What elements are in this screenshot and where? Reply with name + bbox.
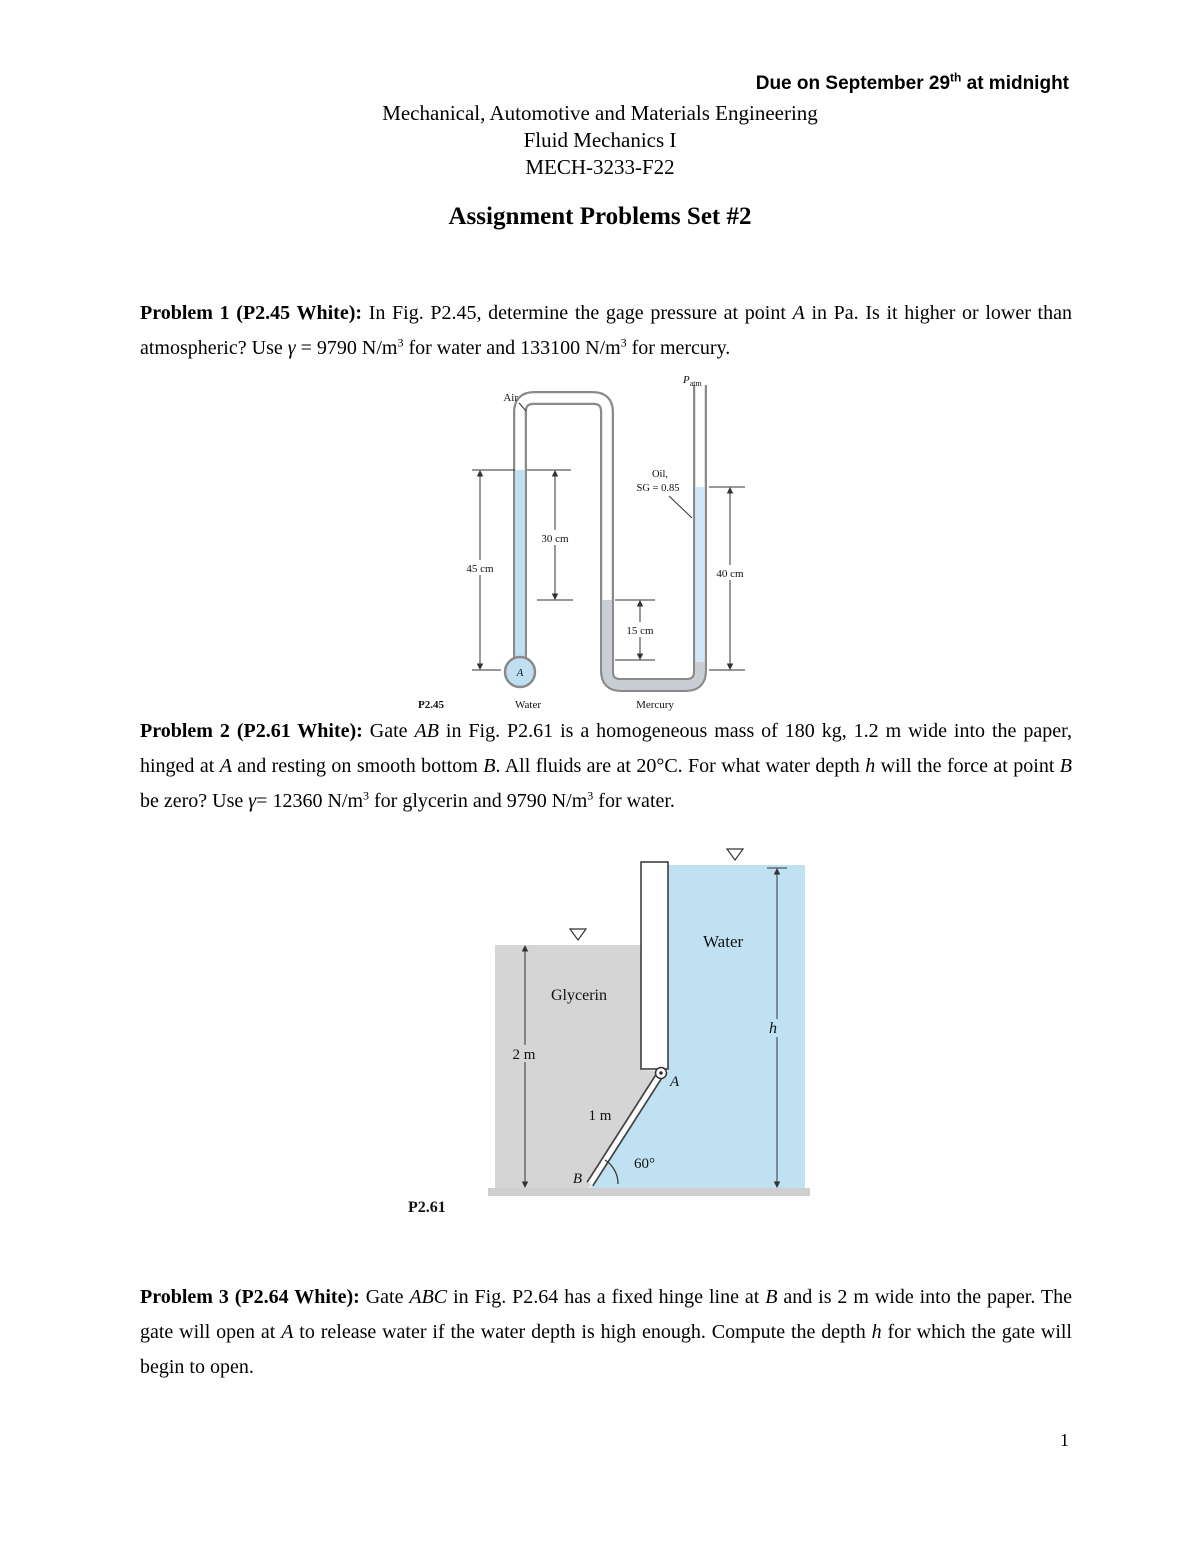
surface-marker-water — [725, 848, 745, 862]
problem-1-text: Problem 1 (P2.45 White): In Fig. P2.45, … — [140, 302, 1072, 359]
due-date: Due on September 29th at midnight — [755, 70, 1069, 94]
wall-panel — [640, 861, 669, 1070]
point-a-label: A — [516, 667, 524, 679]
label-plate — [619, 622, 661, 637]
air-label: Air — [503, 392, 518, 404]
bulb-a — [503, 655, 537, 689]
department-line: Mechanical, Automotive and Materials Eng… — [382, 101, 818, 125]
page-number: 1 — [1060, 1430, 1069, 1450]
water-label: Water — [703, 932, 743, 951]
assignment-title: Assignment Problems Set #2 — [448, 203, 752, 230]
dim-h-label: h — [769, 1020, 777, 1037]
mercury-label: Mercury — [636, 699, 674, 711]
label-plate — [764, 1019, 782, 1037]
air-pointer — [518, 402, 527, 412]
gate-ab-face — [587, 1071, 664, 1186]
patm-label: Patm — [682, 374, 703, 388]
figure-caption: P2.61 — [408, 1199, 446, 1216]
dim-1m-label: 1 m — [589, 1108, 612, 1124]
figure-p2-45: A 45 cm 30 cm 15 cm 40 cm Air Patm Oil, … — [418, 374, 751, 711]
oil-label-line1: Oil, — [652, 469, 668, 480]
label-plate — [504, 1045, 544, 1062]
figure-caption: P2.45 — [418, 699, 444, 711]
glycerin-label: Glycerin — [551, 987, 607, 1004]
dim-15cm-label: 15 cm — [626, 625, 654, 637]
point-b-label: B — [573, 1171, 582, 1187]
figure-p2-61: 2 m h 1 m 60° A B Water Glycerin P2.61 — [408, 848, 810, 1216]
hinge-a-pin — [659, 1071, 663, 1075]
label-plate — [534, 530, 576, 545]
dim-2m-label: 2 m — [513, 1047, 536, 1063]
oil-pointer — [668, 495, 693, 519]
problem-2-text: Problem 2 (P2.61 White): Gate AB in Fig.… — [140, 720, 1072, 812]
surface-marker-glycerin — [568, 928, 588, 942]
angle-label: 60° — [634, 1156, 655, 1172]
ground-strip — [488, 1188, 810, 1196]
label-plate — [459, 560, 501, 575]
dim-30cm-label: 30 cm — [541, 533, 569, 545]
label-plate — [709, 565, 751, 580]
water-label: Water — [515, 699, 541, 711]
course-code-line: MECH-3233-F22 — [525, 155, 675, 179]
course-line: Fluid Mechanics I — [523, 128, 677, 152]
dim-45cm-label: 45 cm — [466, 563, 494, 575]
mercury-column — [602, 600, 705, 690]
dim-40cm-label: 40 cm — [716, 568, 744, 580]
glycerin-region — [495, 945, 658, 1188]
oil-label-line2: SG = 0.85 — [637, 483, 680, 494]
problem-3-text: Problem 3 (P2.64 White): Gate ABC in Fig… — [140, 1286, 1072, 1378]
angle-arc — [604, 1159, 619, 1185]
point-a-label: A — [669, 1074, 680, 1090]
